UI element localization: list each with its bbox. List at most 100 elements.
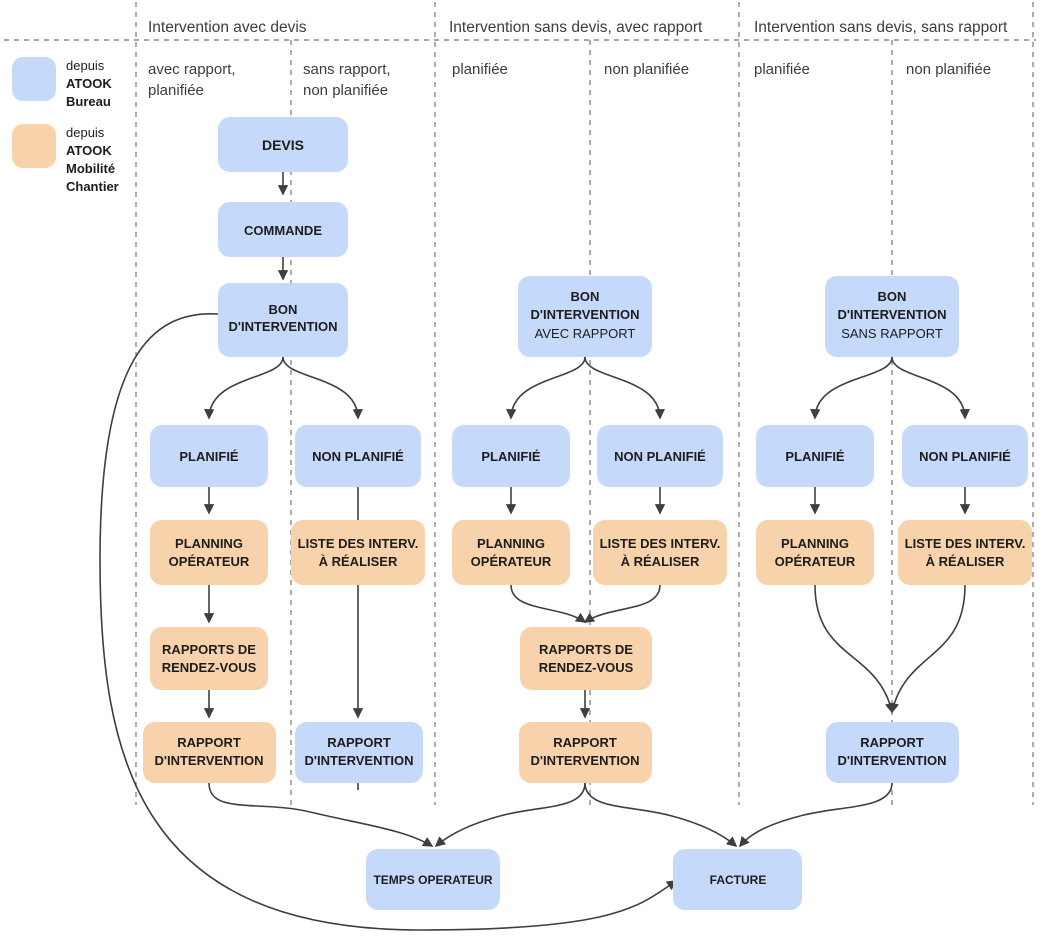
node-rapport3[interactable]: RAPPORT D'INTERVENTION bbox=[826, 722, 959, 783]
edge-liste2-rdv2 bbox=[583, 584, 661, 623]
group-header-2: Intervention sans devis, sans rapport bbox=[754, 19, 1008, 36]
node-devis-label: DEVIS bbox=[262, 137, 304, 153]
node-bon1[interactable]: BON D'INTERVENTION bbox=[218, 283, 348, 357]
node-bon3[interactable]: BON D'INTERVENTION SANS RAPPORT bbox=[825, 276, 959, 357]
node-rdv2-line0: RAPPORTS DE bbox=[539, 642, 633, 657]
group-header-1: Intervention sans devis, avec rapport bbox=[449, 19, 703, 36]
node-bon1-line1: D'INTERVENTION bbox=[228, 319, 337, 334]
flow-nodes: DEVIS COMMANDE BON D'INTERVENTION PLANIF… bbox=[143, 117, 1032, 910]
node-liste2-line0: LISTE DES INTERV. bbox=[600, 536, 721, 551]
sub-header-0-line2: planifiée bbox=[148, 82, 204, 99]
node-planning1[interactable]: PLANNING OPÉRATEUR bbox=[150, 520, 268, 585]
group-headers: Intervention avec devis Intervention san… bbox=[148, 19, 1008, 36]
node-rapport2[interactable]: RAPPORT D'INTERVENTION bbox=[519, 722, 652, 783]
node-planifie3-label: PLANIFIÉ bbox=[785, 449, 845, 464]
legend-1-line1: depuis bbox=[66, 125, 105, 140]
node-rdv2[interactable]: RAPPORTS DE RENDEZ-VOUS bbox=[520, 627, 652, 690]
node-liste3-line1: À RÉALISER bbox=[926, 554, 1005, 569]
legend-1-line4: Chantier bbox=[66, 179, 119, 194]
sub-header-0-line1: avec rapport, bbox=[148, 61, 236, 78]
node-planifie2[interactable]: PLANIFIÉ bbox=[452, 425, 570, 487]
node-temps-label: TEMPS OPERATEUR bbox=[373, 873, 492, 887]
legend-0-line3: Bureau bbox=[66, 94, 111, 109]
legend-1-line2: ATOOK bbox=[66, 143, 112, 158]
legend: depuis ATOOK Bureau depuis ATOOK Mobilit… bbox=[12, 57, 119, 194]
node-rapport1-line1: D'INTERVENTION bbox=[154, 753, 263, 768]
node-liste1-line1: À RÉALISER bbox=[319, 554, 398, 569]
edge-bon1-planifie1 bbox=[204, 356, 284, 420]
node-rapport1b-line1: D'INTERVENTION bbox=[304, 753, 413, 768]
node-rapport1[interactable]: RAPPORT D'INTERVENTION bbox=[143, 722, 276, 783]
node-rdv1-line0: RAPPORTS DE bbox=[162, 642, 256, 657]
node-nonplanifie3[interactable]: NON PLANIFIÉ bbox=[902, 425, 1028, 487]
edge-rapport3-facture bbox=[739, 782, 893, 848]
node-nonplanifie3-label: NON PLANIFIÉ bbox=[919, 449, 1011, 464]
edge-bon3-planifie3 bbox=[810, 356, 893, 420]
node-temps-operateur[interactable]: TEMPS OPERATEUR bbox=[366, 849, 500, 910]
node-bon3-line0: BON bbox=[878, 289, 907, 304]
node-nonplanifie2[interactable]: NON PLANIFIÉ bbox=[597, 425, 723, 487]
sub-header-2-line1: planifiée bbox=[452, 61, 508, 78]
node-rdv2-line1: RENDEZ-VOUS bbox=[539, 660, 634, 675]
edge-bon2-nonplanifie2 bbox=[584, 356, 665, 420]
edge-liste3-rapport3 bbox=[888, 584, 966, 714]
edge-rapport2-temps bbox=[434, 782, 586, 848]
sub-header-4-line1: planifiée bbox=[754, 61, 810, 78]
edge-planning3-rapport3 bbox=[814, 584, 896, 714]
node-liste2-line1: À RÉALISER bbox=[621, 554, 700, 569]
node-bon2-sub: AVEC RAPPORT bbox=[535, 326, 636, 341]
node-liste1-line0: LISTE DES INTERV. bbox=[298, 536, 419, 551]
node-nonplanifie1[interactable]: NON PLANIFIÉ bbox=[295, 425, 421, 487]
node-commande[interactable]: COMMANDE bbox=[218, 202, 348, 257]
node-bon2[interactable]: BON D'INTERVENTION AVEC RAPPORT bbox=[518, 276, 652, 357]
sub-header-1-line1: sans rapport, bbox=[303, 61, 391, 78]
node-nonplanifie1-label: NON PLANIFIÉ bbox=[312, 449, 404, 464]
node-facture[interactable]: FACTURE bbox=[673, 849, 802, 910]
legend-swatch-mobilite bbox=[12, 124, 56, 168]
node-planning2-line0: PLANNING bbox=[477, 536, 545, 551]
node-liste3-line0: LISTE DES INTERV. bbox=[905, 536, 1026, 551]
node-planning2[interactable]: PLANNING OPÉRATEUR bbox=[452, 520, 570, 585]
node-commande-label: COMMANDE bbox=[244, 223, 322, 238]
legend-1-line3: Mobilité bbox=[66, 161, 115, 176]
node-planning1-line0: PLANNING bbox=[175, 536, 243, 551]
node-planning3-line1: OPÉRATEUR bbox=[775, 554, 856, 569]
node-bon2-line1: D'INTERVENTION bbox=[530, 307, 639, 322]
node-rapport2-line1: D'INTERVENTION bbox=[530, 753, 639, 768]
node-planning1-line1: OPÉRATEUR bbox=[169, 554, 250, 569]
node-liste2[interactable]: LISTE DES INTERV. À RÉALISER bbox=[593, 520, 727, 585]
node-bon1-line0: BON bbox=[269, 302, 298, 317]
node-planning3-line0: PLANNING bbox=[781, 536, 849, 551]
legend-0-line2: ATOOK bbox=[66, 76, 112, 91]
node-rapport1b[interactable]: RAPPORT D'INTERVENTION bbox=[295, 722, 423, 783]
sub-header-1-line2: non planifiée bbox=[303, 82, 388, 99]
node-liste1[interactable]: LISTE DES INTERV. À RÉALISER bbox=[291, 520, 425, 585]
node-devis[interactable]: DEVIS bbox=[218, 117, 348, 172]
sub-header-5-line1: non planifiée bbox=[906, 61, 991, 78]
legend-0-line1: depuis bbox=[66, 58, 105, 73]
node-liste3[interactable]: LISTE DES INTERV. À RÉALISER bbox=[898, 520, 1032, 585]
node-rdv1-line1: RENDEZ-VOUS bbox=[162, 660, 257, 675]
node-rapport1-line0: RAPPORT bbox=[177, 735, 241, 750]
node-rapport3-line0: RAPPORT bbox=[860, 735, 924, 750]
node-rdv1[interactable]: RAPPORTS DE RENDEZ-VOUS bbox=[150, 627, 268, 690]
column-dividers bbox=[4, 2, 1036, 805]
edge-rapport1-temps bbox=[208, 782, 434, 847]
edge-bon1-nonplanifie1 bbox=[282, 356, 363, 420]
group-header-0: Intervention avec devis bbox=[148, 19, 307, 36]
edge-bon1-facture bbox=[99, 313, 678, 931]
node-rapport3-line1: D'INTERVENTION bbox=[837, 753, 946, 768]
node-bon3-line1: D'INTERVENTION bbox=[837, 307, 946, 322]
legend-swatch-bureau bbox=[12, 57, 56, 101]
node-planifie3[interactable]: PLANIFIÉ bbox=[756, 425, 874, 487]
edge-planning2-rdv2 bbox=[510, 584, 587, 623]
node-facture-label: FACTURE bbox=[710, 873, 767, 887]
flow-edges bbox=[99, 172, 971, 931]
node-planifie1[interactable]: PLANIFIÉ bbox=[150, 425, 268, 487]
node-rapport1b-line0: RAPPORT bbox=[327, 735, 391, 750]
node-planifie2-label: PLANIFIÉ bbox=[481, 449, 541, 464]
node-nonplanifie2-label: NON PLANIFIÉ bbox=[614, 449, 706, 464]
sub-header-3-line1: non planifiée bbox=[604, 61, 689, 78]
node-planning3[interactable]: PLANNING OPÉRATEUR bbox=[756, 520, 874, 585]
